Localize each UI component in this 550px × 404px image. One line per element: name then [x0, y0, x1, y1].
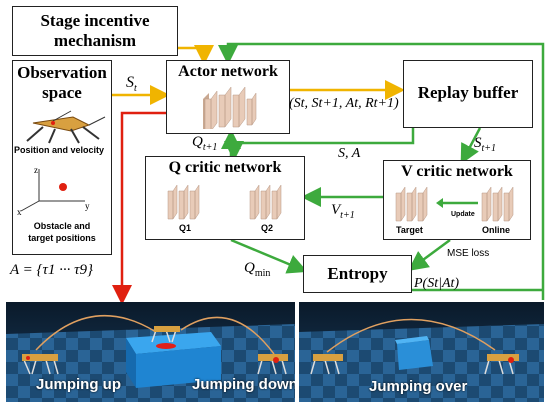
- label-p: P(St|At): [414, 276, 460, 291]
- jump-over-panel: Jumping over: [299, 302, 544, 402]
- q2-layers-icon: [249, 184, 282, 220]
- axis-z-label: z: [34, 165, 38, 175]
- target-label: Target: [396, 225, 423, 235]
- observation-space-box: Observation space Position and velocity …: [12, 60, 112, 255]
- arrow-qcritic-to-entropy: [230, 238, 308, 274]
- jump-up-caption: Jumping up: [36, 376, 121, 393]
- update-label: Update: [451, 211, 475, 218]
- label-tuple: (St, St+1, At, Rt+1): [289, 96, 399, 111]
- update-arrow-icon: [436, 198, 478, 208]
- axis-y-label: y: [85, 201, 90, 211]
- label-action-set: A = {τ1 ··· τ9}: [10, 262, 93, 278]
- label-qt1: Qt+1: [192, 134, 218, 153]
- replay-buffer-box: Replay buffer: [403, 60, 533, 128]
- q-critic-box: Q critic network Q1 Q2: [145, 156, 305, 240]
- q1-label: Q1: [179, 223, 192, 233]
- arrow-actor-to-env: [112, 111, 168, 305]
- q2-label: Q2: [261, 223, 274, 233]
- replay-title: Replay buffer: [417, 83, 519, 102]
- label-st1: St+1: [474, 135, 497, 154]
- entropy-box: Entropy: [303, 255, 412, 293]
- actor-network-box: Actor network: [166, 60, 290, 134]
- label-st: St: [126, 74, 137, 95]
- observation-title-line2: space: [42, 83, 82, 102]
- target-layers-icon: [395, 186, 428, 222]
- actor-layers-icon: [203, 86, 257, 129]
- q-critic-title: Q critic network: [168, 159, 282, 176]
- axis-x-label: x: [17, 207, 22, 217]
- arrow-vcritic-to-entropy: [407, 238, 451, 271]
- pos-vel-label: Position and velocity: [14, 145, 105, 155]
- q1-layers-icon: [167, 184, 200, 220]
- online-label: Online: [482, 225, 511, 235]
- arrow-env-loop: [218, 42, 545, 300]
- obstacle-label-line1: Obstacle and: [33, 221, 91, 231]
- stage-title-line2: mechanism: [53, 31, 137, 50]
- arrow-stage-to-actor: [178, 45, 214, 65]
- label-mse: MSE loss: [447, 248, 490, 259]
- online-layers-icon: [481, 186, 514, 222]
- stage-incentive-box: Stage incentive mechanism: [12, 6, 178, 56]
- robot-icon: [26, 110, 106, 144]
- v-critic-title: V critic network: [401, 163, 513, 180]
- arrow-replay-to-qcritic: [224, 128, 415, 161]
- scene-left-graphic: [6, 302, 295, 402]
- label-vt1: Vt+1: [331, 202, 355, 221]
- actor-title: Actor network: [178, 63, 278, 80]
- arrow-replay-to-vcritic: [460, 127, 482, 165]
- stage-title-line1: Stage incentive: [40, 11, 150, 30]
- obstacle-label-line2: target positions: [28, 233, 96, 243]
- scene-right-graphic: [299, 302, 544, 402]
- label-qmin: Qmin: [244, 260, 271, 279]
- entropy-title: Entropy: [327, 264, 388, 283]
- label-st-at: S, A: [338, 146, 361, 161]
- jump-over-caption: Jumping over: [369, 378, 468, 395]
- v-critic-box: V critic network Update Target Online: [383, 160, 531, 240]
- jump-down-caption: Jumping down: [192, 376, 295, 393]
- observation-title-line1: Observation: [17, 63, 107, 82]
- jump-up-down-panel: Jumping up Jumping down: [6, 302, 295, 402]
- axes-icon: [20, 169, 85, 212]
